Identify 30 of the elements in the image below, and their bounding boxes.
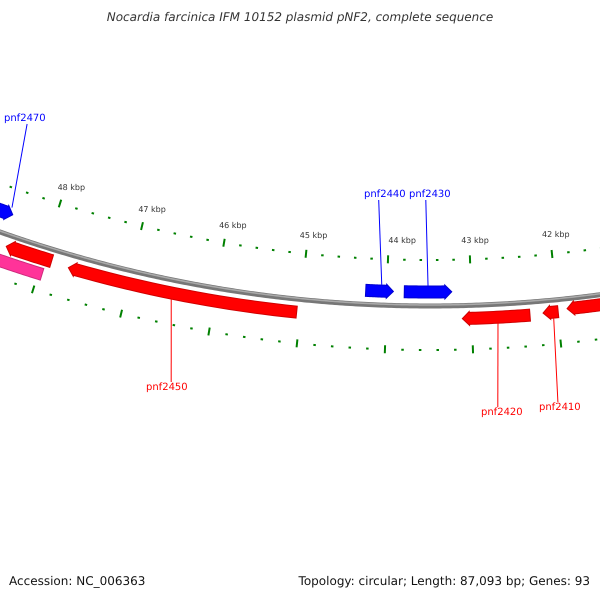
gene-label: pnf2440 <box>364 189 406 200</box>
title: Nocardia farcinica IFM 10152 plasmid pNF2, complete sequence <box>106 10 494 24</box>
leader-line <box>170 298 172 382</box>
accession-text: Accession: NC_006363 <box>9 574 146 588</box>
gene-feature <box>364 283 394 300</box>
kbp-label: 48 kbp <box>58 182 86 192</box>
gene-label: pnf2410 <box>539 402 581 413</box>
kbp-label: 46 kbp <box>219 220 247 230</box>
gene-label: pnf2470 <box>4 113 46 124</box>
leader-line <box>378 200 382 286</box>
kbp-label: 43 kbp <box>461 236 489 245</box>
gene-feature <box>0 252 44 281</box>
gene-label: pnf2450 <box>146 382 188 393</box>
gene-label: pnf2430 <box>409 189 451 200</box>
leader-line <box>425 200 429 286</box>
leader-line <box>11 124 28 208</box>
gene-feature <box>542 304 560 321</box>
leader-line <box>553 318 558 402</box>
leader-line <box>497 322 498 408</box>
gene-feature <box>566 298 600 316</box>
kbp-label: 42 kbp <box>542 230 570 239</box>
kbp-label: 44 kbp <box>388 236 416 246</box>
topology-text: Topology: circular; Length: 87,093 bp; Genes: 93 <box>298 574 590 588</box>
gene-feature <box>68 262 298 319</box>
gene-feature <box>6 240 54 268</box>
gene-feature <box>462 308 531 327</box>
gene-feature <box>404 284 452 300</box>
kbp-label: 45 kbp <box>300 230 328 240</box>
gene-label: pnf2420 <box>481 407 523 418</box>
kbp-label: 47 kbp <box>138 204 166 214</box>
